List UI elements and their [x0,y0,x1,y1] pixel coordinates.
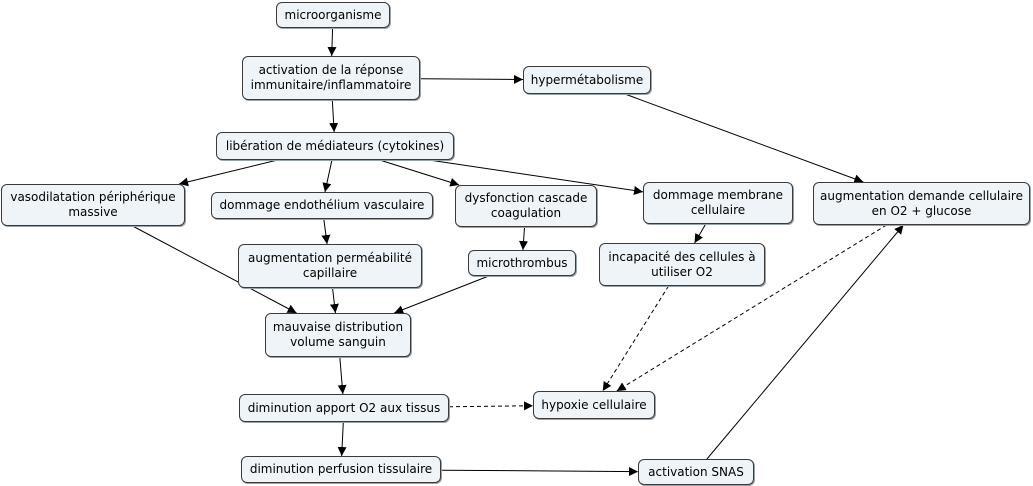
node-activation-reponse[interactable]: activation de la réponse immunitaire/inf… [242,56,420,100]
link-incapacite_cellules-to-hypoxie [602,285,669,392]
link-augmentation_demande-to-hypoxie [616,224,887,392]
link-dommage_endothelium-to-augmentation_permeabilite [321,218,331,245]
node-label: diminution apport O2 aux tissus [247,400,441,415]
node-label: hypoxie cellulaire [541,397,647,412]
node-liberation-mediateurs[interactable]: libération de médiateurs (cytokines) [216,132,454,160]
node-vasodilatation[interactable]: vasodilatation périphérique massive [1,184,185,226]
node-incapacite-cellules[interactable]: incapacité des cellules à utiliser O2 [599,243,765,286]
node-label: dommage membrane cellulaire [652,188,784,217]
node-label: vasodilatation périphérique massive [10,190,176,219]
node-label: mauvaise distribution volume sanguin [272,320,404,349]
node-dommage-endothelium[interactable]: dommage endothélium vasculaire [211,192,433,219]
node-label: hypermétabolisme [530,72,644,87]
link-microthrombus-to-mauvaise_distribution [394,275,489,314]
link-vasodilatation-to-mauvaise_distribution [132,225,297,314]
node-label: augmentation perméabilité capillaire [248,251,412,280]
link-dysfonction_coagulation-to-microthrombus [519,226,529,251]
link-dommage_membrane-to-incapacite_cellules [694,223,707,244]
node-label: activation SNAS [648,464,744,479]
node-diminution-apport[interactable]: diminution apport O2 aux tissus [239,394,449,422]
node-hypoxie-cellulaire[interactable]: hypoxie cellulaire [533,391,655,419]
node-label: libération de médiateurs (cytokines) [225,138,445,153]
node-diminution-perfusion[interactable]: diminution perfusion tissulaire [241,456,441,483]
link-liberation_mediateurs-to-dommage_membrane [428,159,644,195]
node-microorganisme[interactable]: microorganisme [276,2,390,28]
link-mauvaise_distribution-to-diminution_apport [337,356,347,395]
link-microorganisme-to-activation_reponse [327,27,337,57]
node-hypermetabolisme[interactable]: hypermétabolisme [523,66,651,94]
node-label: diminution perfusion tissulaire [249,462,433,476]
node-dysfonction-coagulation[interactable]: dysfonction cascade coagulation [455,185,597,227]
link-liberation_mediateurs-to-dysfonction_coagulation [379,159,460,187]
link-liberation_mediateurs-to-vasodilatation [179,159,278,187]
link-diminution_apport-to-hypoxie [448,401,534,411]
node-label: incapacité des cellules à utiliser O2 [608,249,756,279]
node-microthrombus[interactable]: microthrombus [468,250,576,276]
link-diminution_apport-to-diminution_perfusion [337,421,347,457]
node-dommage-membrane[interactable]: dommage membrane cellulaire [643,182,793,224]
link-augmentation_permeabilite-to-mauvaise_distribution [329,287,339,314]
node-label: dysfonction cascade coagulation [464,191,588,220]
node-label: microthrombus [476,255,568,270]
node-activation-snas[interactable]: activation SNAS [638,459,754,485]
node-label: dommage endothélium vasculaire [219,198,425,212]
node-label: microorganisme [284,7,382,22]
link-diminution_perfusion-to-activation_snas [440,467,639,477]
node-augmentation-permeabilite[interactable]: augmentation perméabilité capillaire [238,244,422,288]
link-activation_reponse-to-liberation_mediateurs [329,99,339,133]
node-mauvaise-distribution[interactable]: mauvaise distribution volume sanguin [265,313,411,357]
link-activation_reponse-to-hypermetabolisme [419,74,524,84]
node-label: augmentation demande cellulaire en O2 + … [820,188,1023,218]
node-augmentation-demande[interactable]: augmentation demande cellulaire en O2 + … [813,182,1030,225]
link-activation_snas-to-augmentation_demande [706,224,904,460]
node-label: activation de la réponse immunitaire/inf… [250,63,412,92]
link-hypermetabolisme-to-augmentation_demande [624,93,864,184]
link-liberation_mediateurs-to-dommage_endothelium [322,159,333,193]
